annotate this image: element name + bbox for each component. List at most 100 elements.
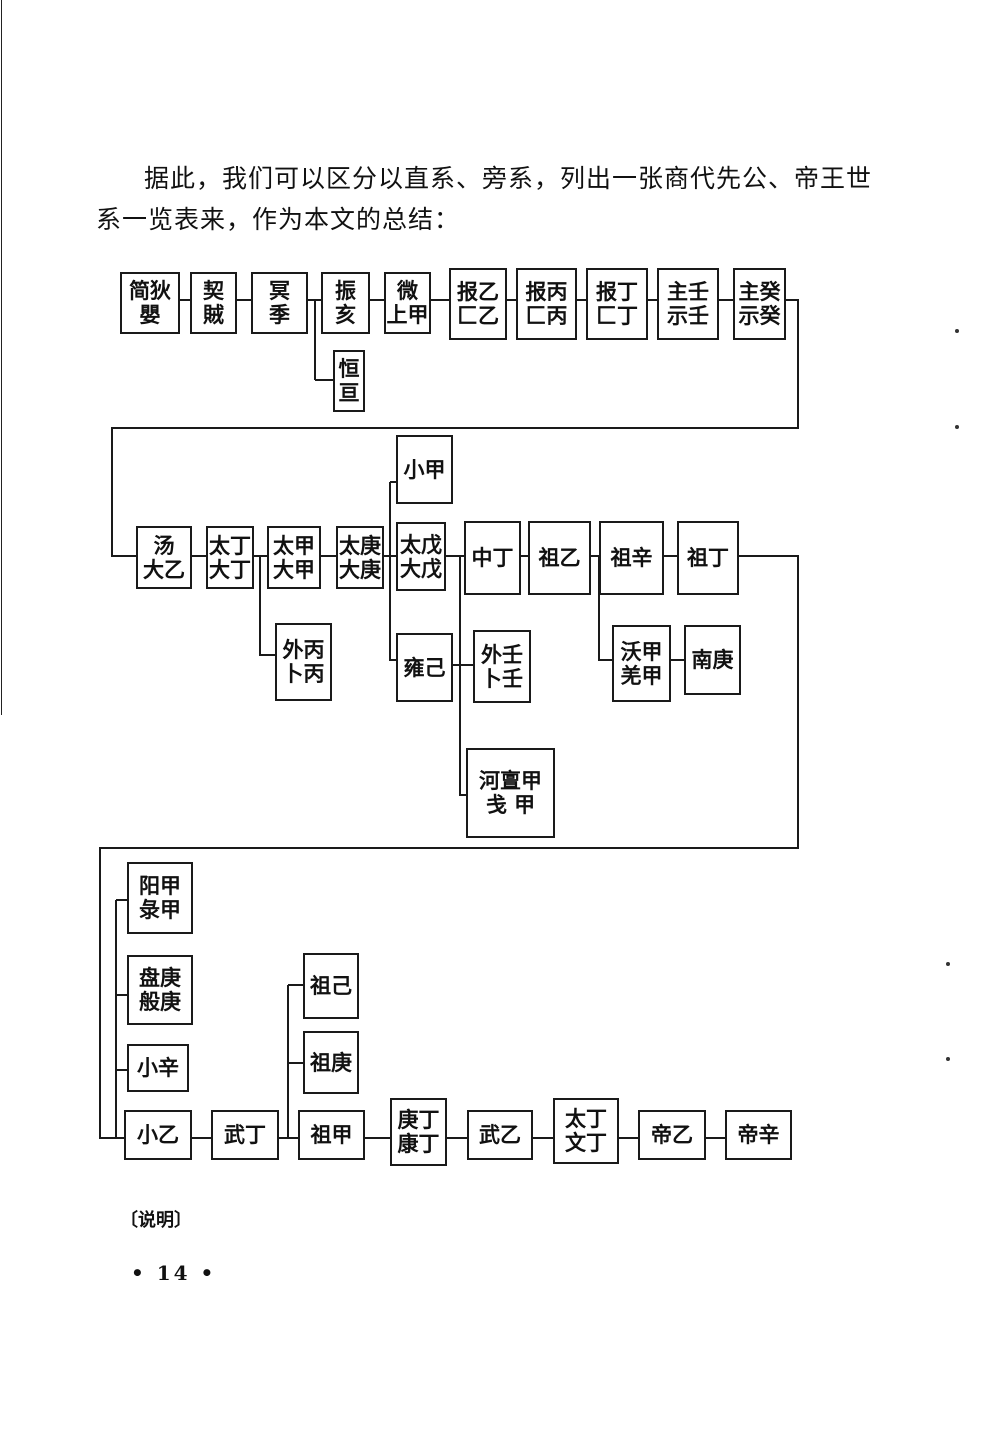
- scan-speck: [946, 1057, 950, 1061]
- box-qi: 契賊: [190, 272, 237, 334]
- box-line: 上甲: [386, 302, 429, 327]
- box-line: 大甲: [273, 556, 315, 582]
- box-line: 彔甲: [139, 897, 181, 922]
- box-line: 匚丙: [525, 303, 568, 328]
- box-line: 太庚: [339, 532, 381, 558]
- box-wuding: 武丁: [211, 1110, 279, 1160]
- wrap-zuding-xiaoyi: [99, 555, 799, 1139]
- box-zuji: 祖己: [303, 953, 359, 1019]
- page-binding-edge: [1, 0, 2, 715]
- box-wending: 太丁文丁: [553, 1098, 619, 1164]
- box-line: 卜丙: [282, 661, 325, 686]
- box-zhen: 振亥: [321, 272, 370, 334]
- box-line: 嬰: [139, 302, 161, 327]
- box-wei: 微上甲: [384, 272, 431, 334]
- box-jiandi: 简狄嬰: [120, 272, 180, 334]
- box-zhuren: 主壬示壬: [657, 268, 719, 340]
- box-line: 帝乙: [651, 1122, 693, 1148]
- paragraph-line-2: 系一览表来，作为本文的总结：: [96, 205, 461, 234]
- box-line: 中丁: [471, 545, 514, 571]
- note-label: 〔说明〕: [120, 1210, 192, 1231]
- box-line: 小乙: [137, 1122, 179, 1148]
- paragraph-line-1: 据此，我们可以区分以直系、旁系，列出一张商代先公、帝王世: [144, 164, 873, 193]
- box-heng: 恒亘: [333, 350, 365, 412]
- box-line: 祖庚: [310, 1049, 352, 1075]
- scan-speck: [955, 425, 959, 429]
- box-line: 示癸: [738, 303, 781, 328]
- box-ming: 冥季: [251, 272, 308, 334]
- box-line: 微: [397, 278, 418, 304]
- box-taiding: 太丁大丁: [206, 526, 254, 589]
- box-line: 雍己: [403, 654, 446, 680]
- box-line: 羌甲: [620, 662, 663, 688]
- box-xiaoyi: 小乙: [124, 1110, 192, 1160]
- box-line: 主壬: [667, 279, 709, 305]
- box-line: 祖己: [310, 973, 352, 999]
- box-dixin: 帝辛: [725, 1110, 792, 1160]
- box-line: 恒: [338, 356, 360, 382]
- box-zuxin: 祖辛: [599, 521, 664, 595]
- box-line: 太戊: [400, 531, 442, 557]
- box-baoding: 报丁匚丁: [586, 268, 648, 340]
- box-line: 示壬: [667, 303, 709, 328]
- box-line: 主癸: [738, 279, 781, 305]
- box-waibing: 外丙卜丙: [275, 623, 332, 701]
- box-line: 沃甲: [620, 638, 663, 664]
- box-line: 庚丁: [397, 1107, 440, 1133]
- box-line: 祖辛: [610, 545, 653, 571]
- box-line: 太甲: [273, 532, 315, 558]
- page-number: • 14 •: [131, 1261, 217, 1285]
- box-zugeng: 祖庚: [303, 1031, 359, 1094]
- box-line: 小甲: [403, 456, 446, 482]
- box-line: 振: [335, 278, 356, 304]
- box-line: 报丁: [596, 279, 638, 305]
- box-line: 阳甲: [139, 873, 181, 899]
- box-diyi: 帝乙: [638, 1110, 706, 1160]
- scan-speck: [946, 962, 950, 966]
- box-line: 报乙: [457, 279, 499, 305]
- scan-speck: [955, 329, 959, 333]
- box-hetanjia: 河亶甲戋 甲: [466, 748, 555, 838]
- box-line: 亘: [338, 380, 360, 405]
- box-wojia: 沃甲羌甲: [612, 625, 671, 702]
- branch-wairen-hetanjia: [459, 556, 466, 796]
- box-wuyi: 武乙: [467, 1110, 533, 1160]
- box-line: 南庚: [691, 647, 734, 673]
- wrap-zhugui-tang: [111, 299, 799, 557]
- box-line: 外壬: [481, 641, 523, 667]
- branch-waibing: [259, 556, 275, 656]
- box-taijia: 太甲大甲: [267, 526, 321, 589]
- box-yangjia: 阳甲彔甲: [127, 862, 193, 934]
- box-xiaoxin: 小辛: [127, 1044, 189, 1092]
- box-line: 武乙: [479, 1122, 521, 1148]
- box-line: 匚丁: [596, 303, 638, 328]
- box-gengding: 庚丁康丁: [390, 1098, 447, 1166]
- box-zujia: 祖甲: [298, 1110, 365, 1160]
- box-zhugui: 主癸示癸: [733, 268, 786, 340]
- box-wairen: 外壬卜壬: [473, 630, 531, 703]
- box-line: 河亶甲: [479, 768, 542, 794]
- box-pangeng: 盘庚般庚: [127, 955, 193, 1025]
- box-line: 匚乙: [457, 303, 499, 328]
- box-zuyi: 祖乙: [528, 521, 591, 595]
- box-line: 大乙: [143, 556, 185, 582]
- box-line: 季: [269, 302, 290, 327]
- box-line: 般庚: [139, 989, 181, 1014]
- box-line: 賊: [203, 302, 224, 327]
- branch-xiaojia-yongji: [389, 482, 396, 661]
- box-line: 契: [203, 278, 224, 304]
- box-line: 报丙: [525, 279, 568, 305]
- box-line: 卜壬: [481, 665, 523, 691]
- box-line: 汤: [153, 532, 175, 558]
- box-line: 祖乙: [538, 545, 581, 571]
- box-taigeng: 太庚大庚: [336, 526, 384, 589]
- box-line: 外丙: [282, 637, 325, 663]
- box-line: 戋 甲: [485, 792, 536, 817]
- box-line: 太丁: [565, 1106, 607, 1132]
- box-line: 大丁: [209, 556, 251, 582]
- box-line: 简狄: [129, 278, 171, 304]
- box-line: 大庚: [339, 556, 381, 582]
- box-yongji: 雍己: [396, 633, 453, 702]
